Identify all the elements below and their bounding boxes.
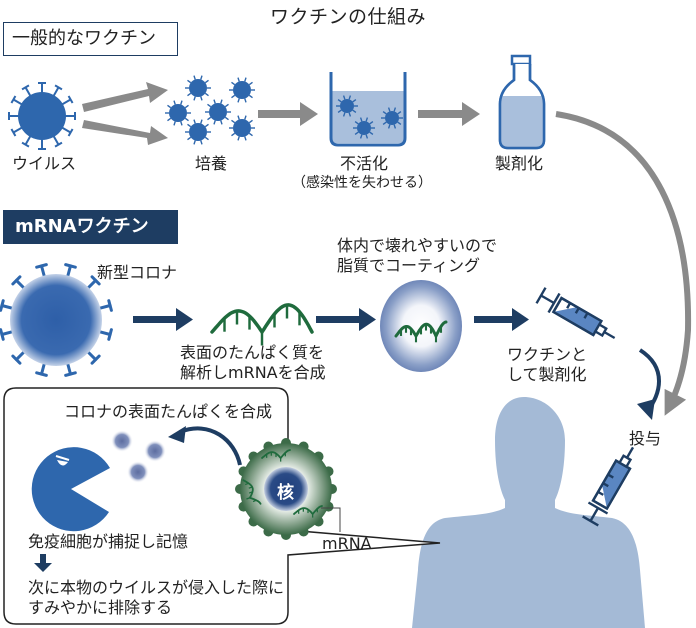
gray-curve-arrow bbox=[555, 111, 692, 416]
split-arrows bbox=[82, 82, 168, 145]
virus-particle bbox=[353, 117, 375, 139]
label-result-1: 次に本物のウイルスが侵入した際に bbox=[28, 578, 285, 597]
label-coating-2: 脂質でコーティング bbox=[337, 256, 481, 275]
label-mrna: mRNA bbox=[322, 534, 372, 553]
beaker-icon bbox=[329, 72, 407, 147]
mrna-leader-line bbox=[321, 507, 341, 532]
navy-arrow-2 bbox=[316, 308, 376, 331]
label-culture: 培養 bbox=[195, 154, 228, 173]
virus-particle bbox=[205, 99, 231, 125]
virus-particle bbox=[185, 119, 211, 145]
label-nucleus: 核 bbox=[277, 483, 294, 503]
protein-particle bbox=[111, 430, 133, 452]
label-virus: ウイルス bbox=[12, 154, 77, 173]
label-synthesize: コロナの表面たんぱくを合成 bbox=[64, 402, 273, 421]
label-analyze-2: 解析しmRNAを合成 bbox=[180, 363, 326, 382]
label-formulate-2: して製剤化 bbox=[507, 365, 587, 384]
virus-particle bbox=[381, 107, 403, 129]
label-administer: 投与 bbox=[629, 429, 662, 448]
mrna-strand-icon bbox=[210, 303, 314, 346]
virus-icon bbox=[8, 82, 76, 150]
protein-particle bbox=[144, 440, 166, 462]
label-inactivation-sub: （感染性を失わせる） bbox=[292, 175, 432, 191]
coronavirus-icon bbox=[0, 263, 113, 377]
label-formulation: 製剤化 bbox=[495, 154, 544, 173]
virus-particle bbox=[336, 95, 358, 117]
virus-particle bbox=[229, 77, 255, 103]
nucleus-icon bbox=[264, 467, 308, 511]
section-header-mrna: mRNAワクチン bbox=[3, 210, 178, 244]
section-header-conventional: 一般的なワクチン bbox=[3, 22, 178, 56]
syringe-icon bbox=[535, 287, 616, 340]
navy-arrow-1 bbox=[133, 308, 193, 331]
label-inactivation: 不活化 bbox=[340, 154, 389, 173]
label-analyze-1: 表面のたんぱく質を bbox=[180, 343, 325, 362]
syringe-injection-icon bbox=[582, 446, 635, 527]
protein-particle bbox=[127, 461, 149, 483]
label-immune: 免疫細胞が捕捉し記憶 bbox=[28, 532, 189, 551]
arrow-2 bbox=[418, 102, 480, 126]
virus-particle bbox=[165, 100, 191, 126]
human-body-silhouette bbox=[412, 397, 645, 628]
vial-icon bbox=[498, 54, 546, 150]
synthesis-arrowhead bbox=[168, 426, 186, 443]
label-result-2: すみやかに排除する bbox=[28, 598, 173, 617]
synthesis-arrow bbox=[179, 426, 242, 466]
navy-curve-arrowhead bbox=[637, 399, 655, 420]
label-coating-1: 体内で壊れやすいので bbox=[337, 236, 498, 255]
label-formulate-1: ワクチンと bbox=[507, 345, 588, 364]
label-new-corona: 新型コロナ bbox=[97, 263, 178, 282]
lipid-nanoparticle-icon bbox=[380, 280, 462, 372]
cell-icon bbox=[235, 438, 337, 540]
virus-particle bbox=[185, 75, 211, 101]
diagram-title: ワクチンの仕組み bbox=[269, 6, 426, 28]
cultured-viruses-icon bbox=[165, 75, 255, 145]
virus-particle bbox=[229, 115, 255, 141]
arrow-1 bbox=[258, 102, 318, 126]
navy-arrow-3 bbox=[474, 308, 529, 331]
down-arrow bbox=[34, 554, 52, 572]
immune-cell-icon bbox=[31, 447, 110, 532]
